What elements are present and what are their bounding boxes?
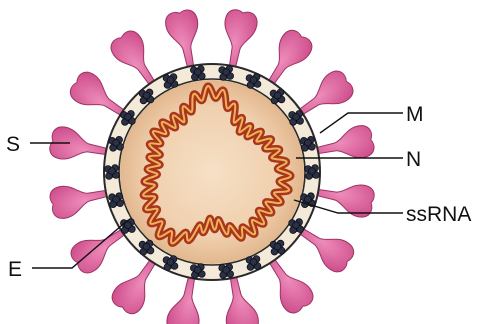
membrane-protein-cluster-icon	[289, 219, 304, 234]
membrane-protein-cluster-icon	[105, 165, 120, 180]
label-m: M	[406, 103, 424, 126]
membrane-protein-cluster-icon	[289, 111, 304, 126]
membrane-protein-cluster-icon	[246, 74, 261, 89]
spike-protein-icon	[48, 125, 113, 168]
membrane-protein-cluster-icon	[109, 136, 124, 151]
membrane-protein-cluster-icon	[121, 111, 136, 126]
spike-protein-icon	[311, 124, 376, 167]
membrane-protein-cluster-icon	[219, 264, 234, 279]
membrane-protein-cluster-icon	[219, 66, 234, 81]
spike-protein-icon	[216, 8, 259, 73]
label-s: S	[6, 133, 20, 156]
membrane-protein-cluster-icon	[139, 89, 154, 104]
membrane-protein-cluster-icon	[190, 66, 205, 81]
membrane-protein-cluster-icon	[163, 74, 178, 89]
membrane-protein-cluster-icon	[305, 165, 320, 180]
spike-protein-icon	[48, 177, 113, 220]
membrane-protein-cluster-icon	[139, 240, 154, 255]
membrane-protein-cluster-icon	[270, 89, 285, 104]
membrane-protein-cluster-icon	[270, 240, 285, 255]
label-ssrna: ssRNA	[406, 203, 471, 226]
membrane-protein-cluster-icon	[163, 256, 178, 271]
membrane-protein-cluster-icon	[109, 193, 124, 208]
membrane-protein-cluster-icon	[246, 256, 261, 271]
label-n: N	[406, 148, 421, 171]
membrane-protein-cluster-icon	[301, 136, 316, 151]
membrane-protein-cluster-icon	[190, 264, 205, 279]
label-e: E	[8, 258, 22, 281]
spike-protein-icon	[164, 8, 207, 73]
